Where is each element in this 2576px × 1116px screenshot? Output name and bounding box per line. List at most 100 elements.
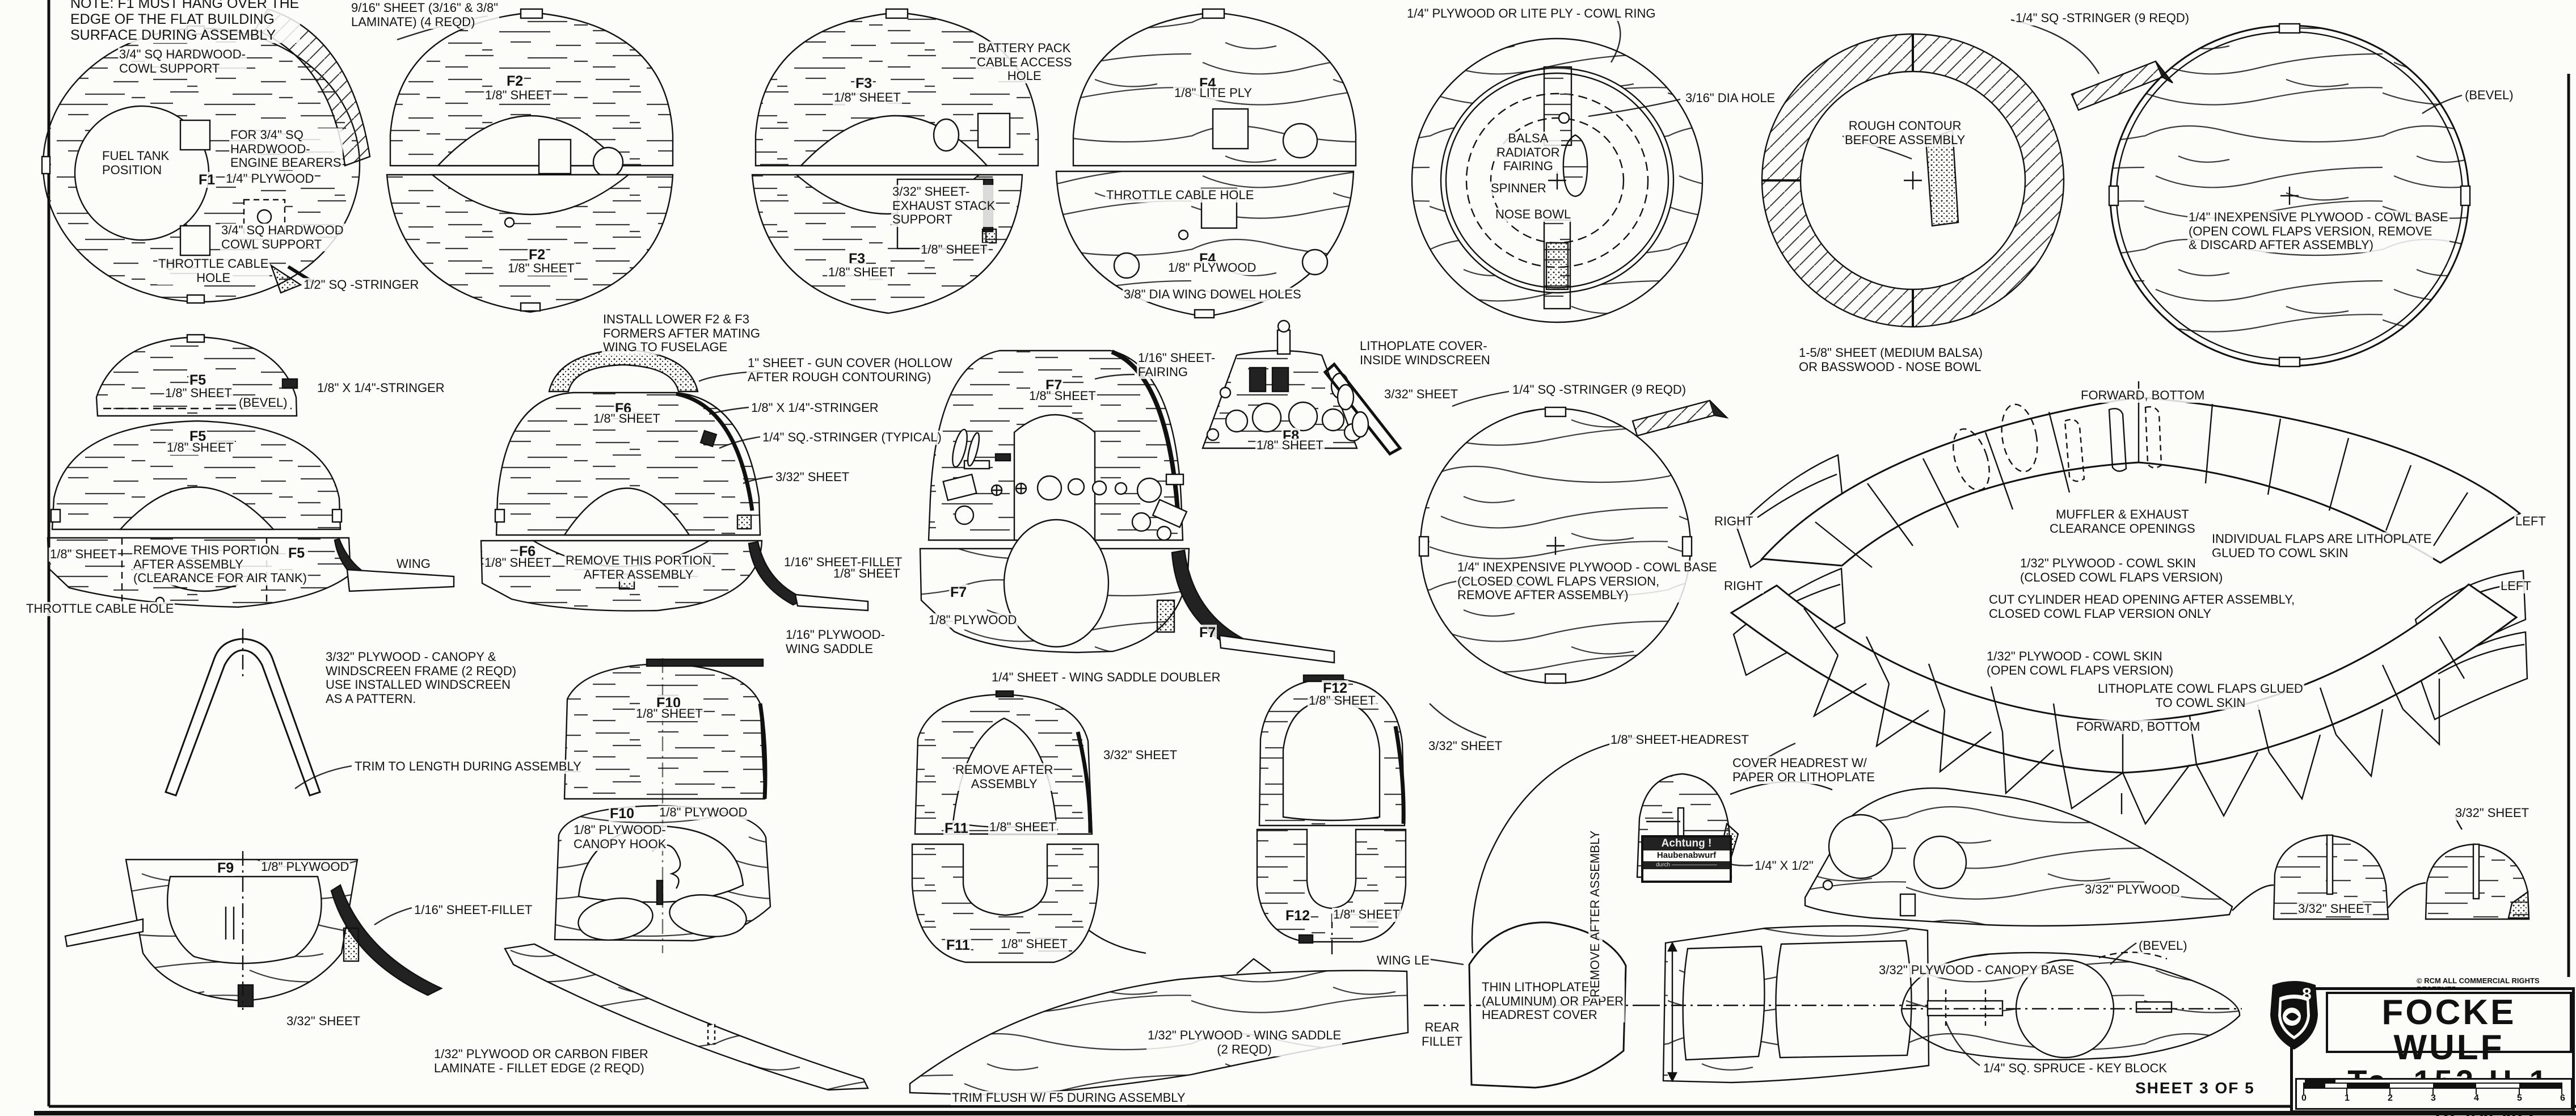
canopy-base-top: [1645, 925, 1940, 1084]
part-label: FORWARD, BOTTOM: [2080, 388, 2206, 403]
part-label: 1/32" PLYWOOD - WING SADDLE (2 REQD): [1146, 1028, 1343, 1057]
part-label: FORWARD, BOTTOM: [2075, 719, 2202, 734]
part-label: 1/8" SHEET: [827, 265, 896, 280]
scale-tick: 2: [2388, 1093, 2393, 1103]
part-label: 1/8" PLYWOOD: [1167, 260, 1258, 275]
part-label: 3/8" DIA WING DOWEL HOLES: [1123, 287, 1302, 302]
scale-tick: 0: [2301, 1093, 2307, 1103]
part-label: 1/32" PLYWOOD - COWL SKIN (CLOSED COWL F…: [2019, 556, 2224, 585]
part-label: REMOVE AFTER ASSEMBLY: [954, 763, 1055, 791]
part-label: 1/8" SHEET: [49, 547, 118, 562]
canopy-base-side: [1900, 951, 2242, 1060]
stringer-stick-mid: [1631, 399, 1729, 437]
part-label: 3/16" DIA HOLE: [1684, 91, 1777, 106]
scale-tick: 6: [2560, 1093, 2565, 1103]
part-label: 1" SHEET - GUN COVER (HOLLOW AFTER ROUGH…: [747, 356, 954, 385]
part-label: 1/4" INEXPENSIVE PLYWOOD - COWL BASE (OP…: [2187, 210, 2449, 252]
part-label: F12: [1322, 680, 1349, 696]
scale-tick: 4: [2474, 1093, 2479, 1103]
part-label: TRIM FLUSH W/ F5 DURING ASSEMBLY: [951, 1090, 1187, 1105]
part-label: 1/8" SHEET: [1028, 389, 1097, 403]
part-label: INSTALL LOWER F2 & F3 FORMERS AFTER MATI…: [602, 312, 762, 355]
placard-line2: Haubenabwurf: [1656, 850, 1717, 860]
part-label: LITHOPLATE COWL FLAPS GLUED TO COWL SKIN: [2097, 681, 2304, 710]
former-f12-lower: [1256, 828, 1407, 959]
scale-tick: 1: [2345, 1093, 2350, 1103]
part-label: F2: [505, 73, 525, 89]
part-label: 3/32" SHEET: [1427, 739, 1504, 753]
part-label: 1/8" LITE PLY: [1173, 86, 1254, 100]
part-label: THROTTLE CABLE HOLE: [1105, 188, 1255, 203]
teardrop-part-1: [2232, 834, 2389, 920]
part-label: FOR 3/4" SQ HARDWOOD- ENGINE BEARERS: [229, 128, 343, 170]
part-label: 3/32" SHEET: [2454, 806, 2531, 820]
plan-title-box: FOCKE WULF Ta. 152 H-1: [2326, 992, 2572, 1097]
part-label: THROTTLE CABLE HOLE: [25, 601, 175, 616]
part-label: F9: [216, 860, 235, 876]
part-label: REAR FILLET: [1420, 1020, 1464, 1049]
cowl-ring: [1411, 37, 1704, 323]
part-label: F3: [848, 251, 867, 267]
former-f7-lower: [919, 519, 1335, 664]
part-label: F1: [197, 172, 217, 188]
part-label: FUEL TANK POSITION: [101, 149, 171, 178]
part-label: 1/8" SHEET: [832, 566, 901, 581]
part-label: 1/16" SHEET-FILLET: [413, 903, 534, 917]
part-label: BALSA RADIATOR FAIRING: [1495, 131, 1561, 174]
part-label: F2: [528, 247, 547, 263]
part-label: 1/4" X 1/2": [1753, 858, 1815, 873]
part-label: 3/32" SHEET: [285, 1014, 362, 1029]
placard-line1: Achtung !: [1643, 837, 1730, 850]
part-label: F7: [949, 584, 968, 600]
part-label: 1/8" SHEET: [1255, 438, 1325, 453]
part-label: 1/8" X 1/4"-STRINGER: [316, 381, 446, 395]
scale-ruler-bar: [2303, 1080, 2562, 1094]
former-f4-lower: [1055, 170, 1355, 319]
nose-bowl-ring: [1761, 33, 2065, 328]
former-f8: [1201, 319, 1363, 449]
part-label: 1/32" PLYWOOD - COWL SKIN (OPEN COWL FLA…: [1985, 649, 2175, 678]
part-label: (BEVEL): [2137, 938, 2189, 953]
part-label: 1/16" SHEET- FAIRING: [1137, 351, 1217, 380]
part-label: REMOVE THIS PORTION AFTER ASSEMBLY: [564, 553, 713, 582]
part-label: NOSE BOWL: [1494, 207, 1572, 222]
part-label: F11: [945, 937, 971, 953]
former-f7-upper: [927, 349, 1188, 541]
part-label: 1/8" SHEET: [166, 440, 235, 455]
former-f10-upper: [563, 658, 768, 800]
part-label: 1/8" SHEET: [833, 90, 902, 105]
part-label: RIGHT: [1723, 579, 1764, 593]
part-label: 1/8" SHEET: [1332, 907, 1401, 922]
fillet-edge-strip: [504, 943, 869, 1091]
part-label: 3/32" PLYWOOD - CANOPY BASE: [1878, 963, 2076, 978]
part-label: F12: [1284, 908, 1312, 924]
part-label: LITHOPLATE COVER- INSIDE WINDSCREEN: [1359, 339, 1491, 368]
part-label: SPINNER: [1490, 181, 1548, 196]
part-label: (BEVEL): [2464, 88, 2515, 103]
part-label: LEFT: [2514, 514, 2547, 529]
part-label: CUT CYLINDER HEAD OPENING AFTER ASSEMBLY…: [1988, 592, 2296, 621]
scale-tick: 5: [2517, 1093, 2522, 1103]
part-label: 1/4" SQ. SPRUCE - KEY BLOCK: [1982, 1061, 2169, 1076]
part-label: 1/4" INEXPENSIVE PLYWOOD - COWL BASE (CL…: [1456, 560, 1718, 603]
former-f11-lower: [911, 843, 1146, 963]
part-label: 1/8" SHEET: [507, 261, 576, 276]
part-label: 3/32" SHEET: [774, 470, 851, 485]
windscreen-frame: [165, 629, 321, 797]
part-label: 1/4" PLYWOOD OR LITE PLY - COWL RING: [1406, 6, 1657, 21]
part-label: 1/8" PLYWOOD: [260, 860, 351, 874]
part-label: 3/32" PLYWOOD - CANOPY & WINDSCREEN FRAM…: [324, 650, 518, 706]
part-label: ROUGH CONTOUR BEFORE ASSEMBLY: [1844, 119, 1967, 148]
part-label: F3: [854, 75, 874, 91]
part-label: 1/4" PLYWOOD: [225, 171, 315, 186]
part-label: 1/16" PLYWOOD- WING SADDLE: [785, 628, 886, 656]
part-label: F5: [188, 372, 208, 388]
wing-saddle: [909, 958, 1409, 1096]
part-label: 1/8" PLYWOOD: [927, 613, 1018, 628]
achtung-placard: Achtung ! Haubenabwurf durch ————————: [1641, 835, 1732, 883]
part-label: 3/32" PLYWOOD: [2084, 882, 2181, 897]
part-label: MUFFLER & EXHAUST CLEARANCE OPENINGS: [2048, 507, 2196, 536]
part-label: COVER HEADREST W/ PAPER OR LITHOPLATE: [1731, 756, 1877, 785]
part-label: 3/32" SHEET: [1102, 748, 1179, 763]
former-f6-upper: [494, 391, 761, 536]
